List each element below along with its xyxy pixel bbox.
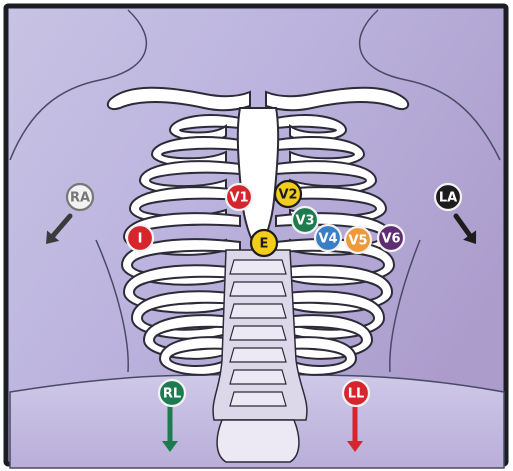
electrode-e: E	[251, 230, 277, 256]
vertebra-6	[230, 370, 286, 384]
electrode-la-label: LA	[439, 191, 457, 206]
electrode-i: I	[127, 225, 153, 251]
electrode-rl: RL	[159, 380, 185, 406]
electrode-v2-label: V2	[278, 188, 297, 203]
electrode-ra-label: RA	[70, 191, 90, 206]
vertebra-2	[230, 282, 286, 296]
electrode-v4: V4	[315, 225, 341, 251]
electrode-v5: V5	[345, 227, 371, 253]
electrode-ll-label: LL	[348, 387, 365, 402]
vertebra-4	[230, 326, 286, 340]
sacrum	[217, 420, 299, 462]
electrode-v6: V6	[378, 225, 404, 251]
vertebra-7	[230, 392, 286, 406]
vertebra-1	[230, 260, 286, 274]
vertebra-5	[230, 348, 286, 362]
electrode-ra: RA	[67, 184, 93, 210]
electrode-v5-label: V5	[348, 234, 367, 249]
electrode-v3: V3	[292, 207, 318, 233]
electrode-v3-label: V3	[295, 214, 314, 229]
electrode-e-label: E	[260, 237, 269, 252]
electrode-v4-label: V4	[318, 232, 337, 247]
electrode-v1-label: V1	[229, 191, 248, 206]
electrode-i-label: I	[138, 232, 143, 247]
vertebra-3	[230, 304, 286, 318]
electrode-v6-label: V6	[381, 232, 400, 247]
electrode-la: LA	[435, 184, 461, 210]
electrode-v1: V1	[226, 184, 252, 210]
electrode-rl-label: RL	[163, 387, 181, 402]
electrode-v2: V2	[275, 181, 301, 207]
electrode-ll: LL	[343, 380, 369, 406]
